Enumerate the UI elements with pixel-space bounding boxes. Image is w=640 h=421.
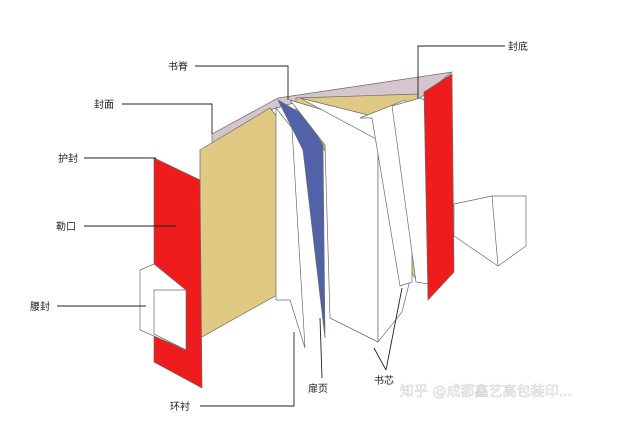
label-shuxin: 书芯	[374, 374, 394, 387]
watermark-text: 知乎 @成都鑫艺高包装印...	[400, 383, 572, 400]
leader-shuxin-b	[385, 287, 403, 371]
label-yaofeng: 腰封	[30, 300, 50, 313]
label-feiye: 扉页	[308, 382, 328, 395]
leader-shuxin-a	[373, 347, 387, 371]
leader-fengmian	[122, 103, 213, 134]
endpaper-page	[275, 107, 306, 349]
leader-shuji	[195, 65, 289, 100]
label-huanchen: 环衬	[170, 400, 190, 413]
label-shuji: 书脊	[168, 60, 188, 73]
front-belly-band-face	[153, 289, 187, 351]
label-lekou: 勒口	[56, 220, 76, 233]
label-fengmian: 封面	[94, 98, 114, 111]
leader-fengdi	[417, 45, 505, 98]
back-belly-band	[453, 195, 527, 267]
back-jacket-flap	[423, 73, 455, 301]
label-hufeng: 护封	[58, 152, 78, 165]
back-belly-band-edge	[491, 195, 499, 267]
leader-huanchen	[200, 332, 295, 407]
label-fengdi: 封底	[508, 40, 528, 53]
leader-feiye	[319, 317, 323, 379]
